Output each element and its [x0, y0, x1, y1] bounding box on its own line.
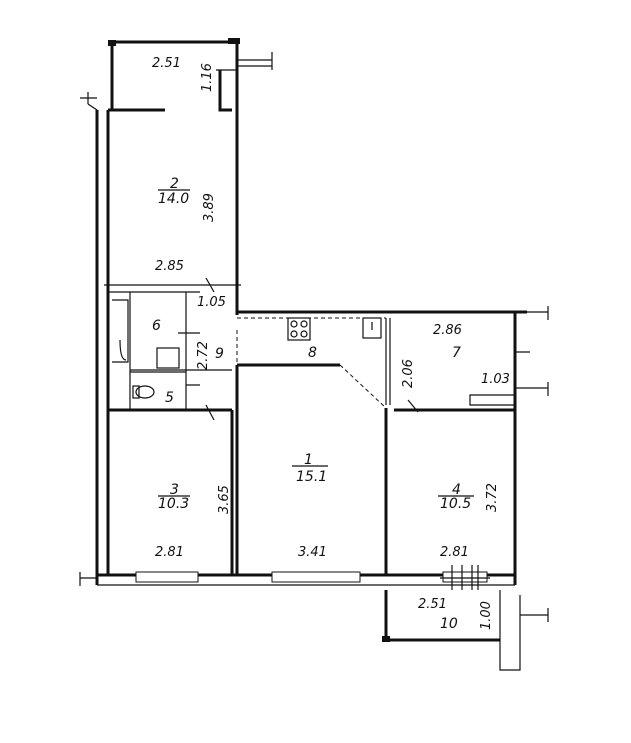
room-3-depth: 3.65 [217, 485, 232, 514]
corridor-depth: 2.72 [196, 341, 211, 370]
room-7-closet: 1.03 [481, 372, 510, 387]
room-3-number: 3 [170, 482, 179, 498]
room-5-number: 5 [165, 390, 174, 406]
room-10-number: 10 [440, 616, 458, 632]
labels: 2.51 1.16 2 14.0 3.89 2.85 1.05 2.72 9 6… [152, 56, 510, 632]
room-4-width: 2.81 [440, 545, 469, 560]
room-1-area: 15.1 [296, 469, 327, 485]
room-2-number: 2 [170, 176, 179, 192]
room-1-width: 3.41 [298, 545, 327, 560]
room-3-area: 10.3 [158, 496, 189, 512]
kitchen-fixtures [287, 317, 382, 341]
room-9-number: 9 [215, 346, 224, 362]
room-7-width: 2.86 [433, 323, 462, 338]
balcony-bottom-width: 2.51 [418, 597, 447, 612]
room-6-number: 6 [152, 318, 161, 334]
room-2-area: 14.0 [158, 191, 189, 207]
corridor-width: 1.05 [197, 295, 226, 310]
room-4-area: 10.5 [440, 496, 471, 512]
room-3-width: 2.81 [155, 545, 184, 560]
dimension-ticks [178, 277, 530, 590]
room-4-depth: 3.72 [485, 483, 500, 512]
balcony-bottom-depth: 1.00 [479, 601, 494, 630]
room-7-number: 7 [452, 345, 461, 361]
room-2-width: 2.85 [155, 259, 184, 274]
room-8-number: 8 [308, 345, 317, 361]
balcony-top-width: 2.51 [152, 56, 181, 71]
room-4-number: 4 [452, 482, 461, 498]
room-2-depth: 3.89 [202, 193, 217, 222]
balcony-top-depth: 1.16 [200, 63, 215, 92]
windows [135, 571, 488, 583]
room-7-depth: 2.06 [401, 359, 416, 388]
room-1-number: 1 [304, 452, 313, 468]
